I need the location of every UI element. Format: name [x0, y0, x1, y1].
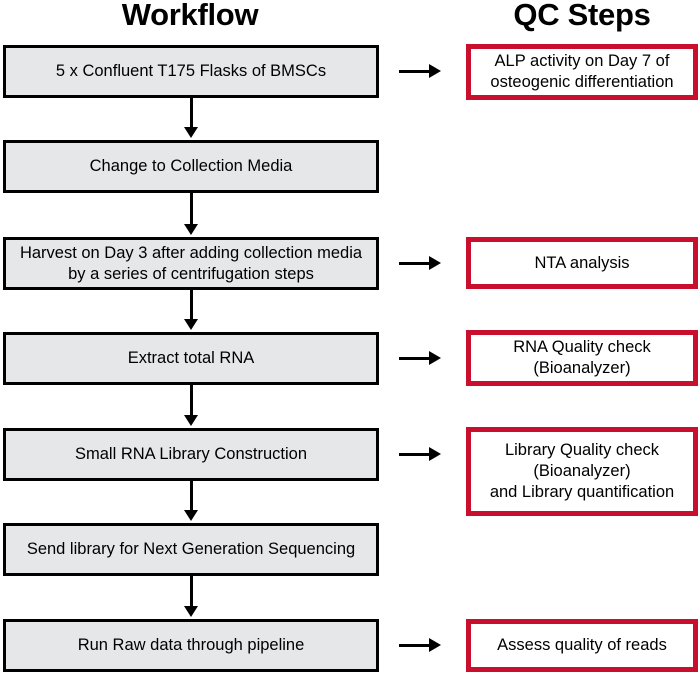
right-arrow-icon-qc-1: [429, 64, 441, 78]
workflow-step-box-4: Extract total RNA: [3, 332, 379, 385]
down-arrow-icon-2-3: [184, 224, 198, 235]
qc-step-label-4-line1: Library Quality check: [504, 441, 660, 459]
workflow-step-label-7: Run Raw data through pipeline: [77, 636, 305, 654]
qc-step-label-3-line2: (Bioanalyzer): [533, 359, 631, 377]
right-arrow-icon-qc-3: [429, 351, 441, 365]
workflow-column-title: Workflow: [121, 0, 259, 32]
qc-step-label-2: NTA analysis: [534, 253, 630, 272]
right-arrow-icon-qc-4: [429, 447, 441, 461]
qc-step-label-1-line1: ALP activity on Day 7 of: [494, 52, 670, 70]
qc-step-box-3: RNA Quality check (Bioanalyzer): [466, 330, 698, 386]
down-arrow-icon-3-4: [184, 319, 198, 330]
down-arrow-icon-1-2: [184, 127, 198, 138]
workflow-step-label-1: 5 x Confluent T175 Flasks of BMSCs: [55, 62, 327, 80]
qc-step-label-3: RNA Quality check (Bioanalyzer): [509, 337, 655, 379]
right-arrow-shaft-qc-3: [399, 357, 431, 360]
down-arrow-shaft-6-7: [190, 576, 193, 607]
qc-step-label-4: Library Quality check (Bioanalyzer) and …: [486, 440, 678, 503]
qc-step-label-4-line3: and Library quantification: [489, 483, 675, 501]
down-arrow-shaft-1-2: [190, 98, 193, 128]
workflow-step-label-6: Send library for Next Generation Sequenc…: [26, 540, 356, 558]
workflow-step-box-2: Change to Collection Media: [3, 140, 379, 193]
right-arrow-shaft-qc-1: [399, 70, 431, 73]
right-arrow-icon-qc-5: [429, 638, 441, 652]
down-arrow-icon-4-5: [184, 415, 198, 426]
down-arrow-shaft-3-4: [190, 290, 193, 320]
workflow-step-box-1: 5 x Confluent T175 Flasks of BMSCs: [3, 45, 379, 98]
qc-step-box-4: Library Quality check (Bioanalyzer) and …: [466, 427, 698, 516]
workflow-step-box-7: Run Raw data through pipeline: [3, 619, 379, 672]
right-arrow-shaft-qc-5: [399, 644, 431, 647]
qc-step-label-1: ALP activity on Day 7 of osteogenic diff…: [486, 51, 677, 93]
workflow-step-label-3-line2: by a series of centrifugation steps: [68, 264, 314, 283]
qc-step-label-4-line2: (Bioanalyzer): [533, 462, 631, 480]
qc-step-box-5: Assess quality of reads: [466, 619, 698, 672]
down-arrow-shaft-2-3: [190, 193, 193, 225]
right-arrow-icon-qc-2: [429, 256, 441, 270]
workflow-step-label-4: Extract total RNA: [127, 349, 255, 367]
qc-step-label-5: Assess quality of reads: [497, 636, 667, 654]
workflow-step-label-5: Small RNA Library Construction: [75, 445, 307, 463]
right-arrow-shaft-qc-4: [399, 453, 431, 456]
workflow-step-label-2: Change to Collection Media: [89, 157, 293, 175]
qc-step-box-1: ALP activity on Day 7 of osteogenic diff…: [466, 44, 698, 100]
workflow-step-label-3-line1: Harvest on Day 3 after adding collection…: [19, 243, 363, 262]
workflow-step-label-3: Harvest on Day 3 after adding collection…: [14, 243, 368, 285]
down-arrow-icon-6-7: [184, 606, 198, 617]
right-arrow-shaft-qc-2: [399, 262, 431, 265]
down-arrow-shaft-5-6: [190, 481, 193, 511]
workflow-step-box-5: Small RNA Library Construction: [3, 428, 379, 481]
qc-step-label-3-line1: RNA Quality check: [513, 338, 651, 356]
down-arrow-shaft-4-5: [190, 385, 193, 416]
down-arrow-icon-5-6: [184, 510, 198, 521]
qc-step-label-1-line2: osteogenic differentiation: [490, 73, 674, 91]
workflow-step-box-3: Harvest on Day 3 after adding collection…: [3, 237, 379, 290]
qc-column-title: QC Steps: [513, 0, 651, 32]
workflow-step-box-6: Send library for Next Generation Sequenc…: [3, 523, 379, 576]
qc-step-box-2: NTA analysis: [466, 237, 698, 289]
